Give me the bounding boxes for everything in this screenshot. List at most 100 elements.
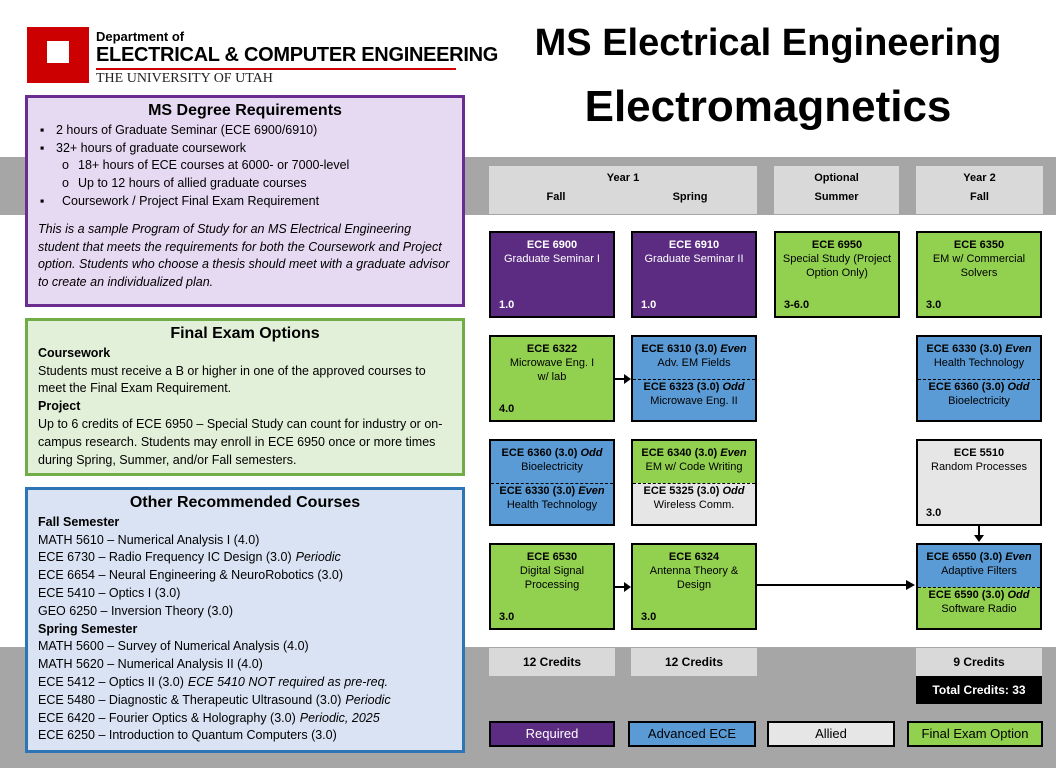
course-note: Periodic <box>295 550 341 565</box>
course-list-item: MATH 5620 – Numerical Analysis II (4.0) <box>38 656 452 674</box>
course-tag: Odd <box>722 381 745 393</box>
course-text: ECE 6654 – Neural Engineering & NeuroRob… <box>38 568 344 583</box>
course-name: Graduate Seminar II <box>644 253 744 265</box>
course-ece6910[interactable]: ECE 6910 Graduate Seminar II 1.0 <box>631 231 757 318</box>
optional-label: Optional <box>814 172 859 184</box>
course-name: Digital Signal Processing <box>519 565 585 591</box>
coursework-text: Students must receive a B or higher in o… <box>38 363 426 396</box>
spring-course-list: MATH 5600 – Survey of Numerical Analysis… <box>38 638 452 745</box>
requirements-heading: MS Degree Requirements <box>148 102 342 119</box>
requirements-note: This is a sample Program of Study for an… <box>38 221 450 290</box>
course-list-item: ECE 6420 – Fourier Optics & Holography (… <box>38 710 452 728</box>
course-code: ECE 6910 <box>668 239 720 251</box>
course-name: Microwave Eng. I w/ lab <box>509 357 595 383</box>
course-text: ECE 5410 – Optics I (3.0) <box>38 585 181 600</box>
course-name: Bioelectricity <box>948 395 1010 407</box>
course-code: ECE 6950 <box>811 239 863 251</box>
arrow-head-icon <box>974 535 984 542</box>
exam-heading: Final Exam Options <box>170 325 320 342</box>
course-name: Microwave Eng. II <box>650 395 738 407</box>
course-note: Periodic <box>345 692 391 707</box>
course-list-item: MATH 5610 – Numerical Analysis I (4.0) <box>38 532 452 550</box>
arrow-6324-to-6550 <box>757 584 907 586</box>
course-ece6310-6323[interactable]: ECE 6310 (3.0) Even Adv. EM Fields ECE 6… <box>631 335 757 422</box>
arrow-6530-to-6324 <box>615 586 625 588</box>
list-item: 2 hours of Graduate Seminar (ECE 6900/69… <box>38 122 452 140</box>
arrow-head-icon <box>906 580 915 590</box>
list-item: 18+ hours of ECE courses at 6000- or 700… <box>38 157 452 175</box>
course-tag: Odd <box>1007 589 1030 601</box>
course-ece6900[interactable]: ECE 6900 Graduate Seminar I 1.0 <box>489 231 615 318</box>
course-text: MATH 5620 – Numerical Analysis II (4.0) <box>38 657 263 672</box>
course-ece6322[interactable]: ECE 6322 Microwave Eng. I w/ lab 4.0 <box>489 335 615 422</box>
logo-text: Department of ELECTRICAL & COMPUTER ENGI… <box>96 29 498 87</box>
course-text: GEO 6250 – Inversion Theory (3.0) <box>38 603 234 618</box>
course-tag: Odd <box>580 447 603 459</box>
legend-allied: Allied <box>767 721 895 747</box>
spring-semester-label: Spring Semester <box>38 621 138 636</box>
course-code: ECE 6360 (3.0) <box>501 447 578 459</box>
legend-advanced: Advanced ECE <box>628 721 756 747</box>
course-name: Health Technology <box>506 499 598 511</box>
course-ece6360-6330[interactable]: ECE 6360 (3.0) Odd Bioelectricity ECE 63… <box>489 439 615 526</box>
course-tag: Even <box>720 447 747 459</box>
course-list-item: ECE 6730 – Radio Frequency IC Design (3.… <box>38 549 452 567</box>
course-list-item: ECE 5412 – Optics II (3.0)ECE 5410 NOT r… <box>38 674 452 692</box>
course-ece6340-5325[interactable]: ECE 6340 (3.0) Even EM w/ Code Writing E… <box>631 439 757 526</box>
course-code: ECE 6590 (3.0) <box>928 589 1005 601</box>
course-tag: Even <box>578 485 605 497</box>
course-name: Adv. EM Fields <box>657 357 731 369</box>
course-code: ECE 6900 <box>526 239 578 251</box>
fall1-label: Fall <box>546 191 566 203</box>
course-list-item: ECE 5410 – Optics I (3.0) <box>38 585 452 603</box>
course-name: EM w/ Code Writing <box>645 461 743 473</box>
course-text: ECE 6420 – Fourier Optics & Holography (… <box>38 710 296 725</box>
logo-line2: ELECTRICAL & COMPUTER ENGINEERING <box>96 44 498 66</box>
course-ece6324[interactable]: ECE 6324 Antenna Theory & Design 3.0 <box>631 543 757 630</box>
course-ece6530[interactable]: ECE 6530 Digital Signal Processing 3.0 <box>489 543 615 630</box>
course-code: ECE 6330 (3.0) <box>499 485 576 497</box>
course-name: Graduate Seminar I <box>504 253 600 265</box>
course-ece6350[interactable]: ECE 6350 EM w/ Commercial Solvers 3.0 <box>916 231 1042 318</box>
arrow-head-icon <box>624 582 631 592</box>
course-list-item: ECE 5480 – Diagnostic & Therapeutic Ultr… <box>38 692 452 710</box>
course-code: ECE 5325 (3.0) <box>643 485 720 497</box>
course-tag: Odd <box>1007 381 1030 393</box>
project-text: Up to 6 credits of ECE 6950 – Special St… <box>38 416 443 467</box>
fall2-label: Fall <box>970 191 989 203</box>
course-list-item: GEO 6250 – Inversion Theory (3.0) <box>38 603 452 621</box>
course-text: ECE 5480 – Diagnostic & Therapeutic Ultr… <box>38 692 342 707</box>
course-code: ECE 6360 (3.0) <box>928 381 1005 393</box>
year1-header: Year 1 Fall Spring <box>489 166 757 214</box>
utah-u-logo-icon <box>27 27 89 83</box>
course-text: MATH 5600 – Survey of Numerical Analysis… <box>38 639 309 654</box>
logo-line1: Department of <box>96 29 185 44</box>
spring1-label: Spring <box>672 191 708 203</box>
year1-label: Year 1 <box>606 172 640 184</box>
course-note: ECE 5410 NOT required as pre-req. <box>187 674 388 689</box>
course-name: Antenna Theory & Design <box>649 565 739 591</box>
course-name: Health Technology <box>933 357 1025 369</box>
final-exam-panel: Final Exam Options Coursework Students m… <box>25 318 465 476</box>
course-credits: 3.0 <box>499 611 515 623</box>
fall-course-list: MATH 5610 – Numerical Analysis I (4.0) EC… <box>38 532 452 621</box>
course-ece6550-6590[interactable]: ECE 6550 (3.0) Even Adaptive Filters ECE… <box>916 543 1042 630</box>
course-list-item: ECE 6654 – Neural Engineering & NeuroRob… <box>38 567 452 585</box>
credits-spring1: 12 Credits <box>631 648 757 676</box>
course-ece6330-6360[interactable]: ECE 6330 (3.0) Even Health Technology EC… <box>916 335 1042 422</box>
legend-required: Required <box>489 721 615 747</box>
course-text: MATH 5610 – Numerical Analysis I (4.0) <box>38 532 260 547</box>
course-list-item: ECE 6250 – Introduction to Quantum Compu… <box>38 727 452 745</box>
project-label: Project <box>38 399 81 414</box>
list-item: Coursework / Project Final Exam Requirem… <box>38 193 452 211</box>
course-code: ECE 6340 (3.0) <box>641 447 718 459</box>
requirements-list: 2 hours of Graduate Seminar (ECE 6900/69… <box>38 122 452 211</box>
course-ece6950[interactable]: ECE 6950 Special Study (Project Option O… <box>774 231 900 318</box>
course-note: Periodic, 2025 <box>299 710 380 725</box>
course-credits: 4.0 <box>499 403 515 415</box>
logo-line3: THE UNIVERSITY OF UTAH <box>96 71 273 86</box>
course-ece5510[interactable]: ECE 5510 Random Processes 3.0 <box>916 439 1042 526</box>
total-credits: Total Credits: 33 <box>916 676 1042 704</box>
course-name: Special Study (Project Option Only) <box>782 253 892 279</box>
list-item: 32+ hours of graduate coursework <box>38 140 452 158</box>
